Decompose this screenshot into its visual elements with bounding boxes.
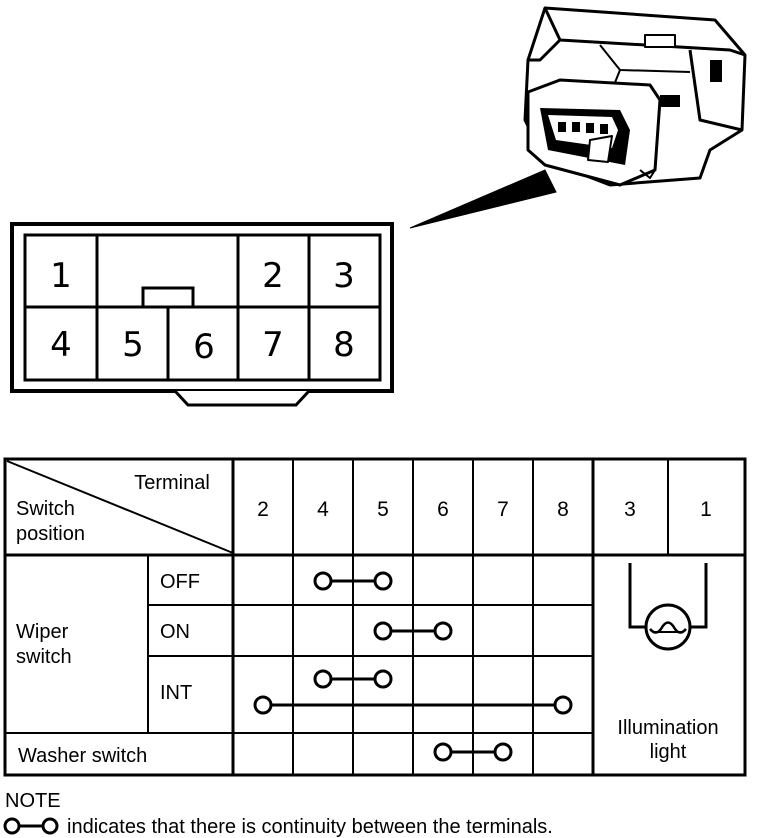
- wiper-switch-label-line1: Wiper: [16, 621, 69, 643]
- illumination-label-line2: light: [650, 741, 687, 763]
- terminal-header-row: 2 4 5 6 7 8 3 1: [257, 498, 712, 521]
- wiper-switch-label-line2: switch: [16, 646, 72, 668]
- pin-6: 6: [193, 327, 215, 367]
- continuity-int-4-5: [313, 669, 393, 689]
- continuity-symbol-icon: [3, 817, 59, 835]
- continuity-washer-6-7: [433, 742, 513, 762]
- position-header-label: position: [16, 523, 85, 545]
- pin-1: 1: [50, 256, 72, 296]
- connector-face: [10, 222, 394, 407]
- terminal-header-4: 4: [317, 498, 329, 521]
- terminal-header-3: 3: [624, 498, 636, 521]
- pin-8: 8: [333, 325, 355, 365]
- continuity-table-grid: [3, 457, 747, 777]
- pin-5: 5: [122, 325, 144, 365]
- note-text: indicates that there is continuity betwe…: [67, 816, 553, 838]
- washer-switch-label: Washer switch: [18, 745, 147, 767]
- switch-header-label: Switch: [16, 498, 75, 520]
- terminal-header-6: 6: [437, 498, 449, 521]
- pin-7: 7: [262, 325, 284, 365]
- continuity-markers: [253, 571, 573, 762]
- terminal-header-label: Terminal: [134, 472, 210, 494]
- connector-pin-labels: 1 2 3 4 5 6 7 8: [50, 256, 355, 367]
- continuity-on-5-6: [373, 621, 453, 641]
- position-off-label: OFF: [160, 571, 200, 593]
- terminal-header-7: 7: [497, 498, 509, 521]
- pin-2: 2: [262, 256, 284, 296]
- pin-4: 4: [50, 325, 72, 365]
- position-on-label: ON: [160, 621, 190, 643]
- terminal-header-1: 1: [700, 498, 712, 521]
- pointer-wedge: [409, 169, 557, 229]
- switch-connector-illustration: [523, 6, 747, 187]
- illumination-label-line1: Illumination: [617, 717, 718, 739]
- note-title: NOTE: [5, 790, 61, 812]
- terminal-header-8: 8: [557, 498, 569, 521]
- terminal-header-5: 5: [377, 498, 389, 521]
- continuity-off-4-5: [313, 571, 393, 591]
- continuity-int-2-8: [253, 695, 573, 715]
- terminal-header-2: 2: [257, 498, 269, 521]
- position-int-label: INT: [160, 682, 192, 704]
- pin-3: 3: [333, 256, 355, 296]
- illumination-lamp-icon: [628, 563, 708, 651]
